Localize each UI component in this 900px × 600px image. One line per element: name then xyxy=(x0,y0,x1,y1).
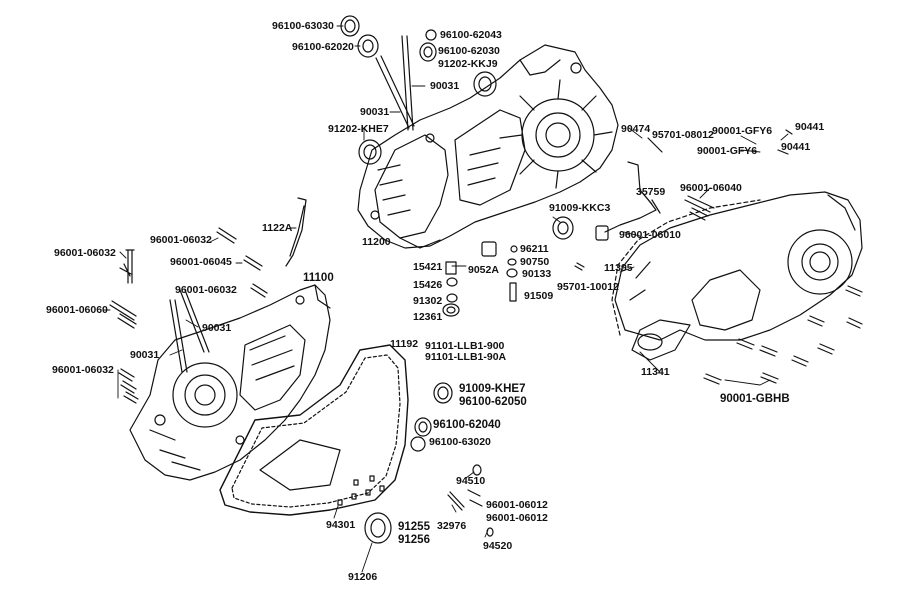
label-95701-10012: 95701-10012 xyxy=(557,281,619,293)
label-96001-06012: 96001-06012 xyxy=(486,499,548,511)
label-91101-LLB1-900: 91101-LLB1-900 xyxy=(425,340,505,352)
label-91202-KKJ9: 91202-KKJ9 xyxy=(438,58,498,70)
breather-pipe-1122A xyxy=(285,197,307,267)
label-96100-63030: 96100-63030 xyxy=(272,20,334,32)
label-11200: 11200 xyxy=(362,236,391,248)
o-ring-96211 xyxy=(510,245,518,253)
cover-gasket-outline xyxy=(611,199,761,336)
label-90750: 90750 xyxy=(520,256,550,268)
label-90031: 90031 xyxy=(430,80,460,92)
label-91255: 91255 xyxy=(398,521,430,533)
label-1122A: 1122A xyxy=(262,222,293,234)
dowel-pins-94301 xyxy=(337,475,385,506)
label-11100: 11100 xyxy=(303,272,334,284)
leader-lines xyxy=(103,25,789,573)
label-15421: 15421 xyxy=(413,261,443,273)
label-91009-KKC3: 91009-KKC3 xyxy=(549,202,611,214)
label-91009-KHE7: 91009-KHE7 xyxy=(459,383,526,395)
label-96001-06012: 96001-06012 xyxy=(486,512,548,524)
label-91256: 91256 xyxy=(398,534,430,546)
right-crankcase-11200 xyxy=(357,44,619,249)
label-32976: 32976 xyxy=(437,520,467,532)
label-96100-63020: 96100-63020 xyxy=(429,436,491,448)
label-94510: 94510 xyxy=(456,475,486,487)
label-90031: 90031 xyxy=(360,106,390,118)
label-96100-62050: 96100-62050 xyxy=(459,396,527,408)
gasket-11192 xyxy=(219,344,409,516)
label-94301: 94301 xyxy=(326,519,356,531)
label-90001-GFY6: 90001-GFY6 xyxy=(712,125,773,137)
bolts-right-cover xyxy=(703,285,863,385)
left-crankcase-11100 xyxy=(129,284,331,481)
oil-seals xyxy=(340,15,574,544)
label-96001-06032: 96001-06032 xyxy=(54,247,116,259)
studs xyxy=(169,35,415,373)
transmission-cover-11395 xyxy=(614,191,863,361)
label-91202-KHE7: 91202-KHE7 xyxy=(328,123,389,135)
label-96001-06032: 96001-06032 xyxy=(150,234,212,246)
o-ring-94510 xyxy=(472,464,482,476)
label-96001-06040: 96001-06040 xyxy=(680,182,742,194)
label-90133: 90133 xyxy=(522,268,552,280)
label-96100-62043: 96100-62043 xyxy=(440,29,502,41)
label-90441: 90441 xyxy=(795,121,825,133)
spring-15426 xyxy=(446,277,458,287)
label-12361: 12361 xyxy=(413,311,443,323)
bolts-left xyxy=(109,227,268,404)
label-90031: 90031 xyxy=(202,322,232,334)
label-96100-62040: 96100-62040 xyxy=(433,419,501,431)
label-96211: 96211 xyxy=(520,243,549,255)
label-96001-06032: 96001-06032 xyxy=(52,364,114,376)
label-96100-62020: 96100-62020 xyxy=(292,41,354,53)
sensor-35759 xyxy=(595,225,609,241)
sensor-wire-35759 xyxy=(604,161,661,233)
label-90001-GFY6: 90001-GFY6 xyxy=(697,145,758,157)
label-96100-62030: 96100-62030 xyxy=(438,45,500,57)
label-11192: 11192 xyxy=(390,338,419,350)
label-90001-GBHB: 90001-GBHB xyxy=(720,393,790,405)
label-11341: 11341 xyxy=(641,366,670,378)
washer-90750 xyxy=(507,258,517,266)
small-hardware xyxy=(445,129,793,511)
label-15426: 15426 xyxy=(413,279,443,291)
label-91101-LLB1-90A: 91101-LLB1-90A xyxy=(425,351,507,363)
label-90441: 90441 xyxy=(781,141,811,153)
label-96001-06060: 96001-06060 xyxy=(46,304,108,316)
label-91206: 91206 xyxy=(348,571,378,583)
label-9052A: 9052A xyxy=(468,264,499,276)
label-96001-06032: 96001-06032 xyxy=(175,284,237,296)
label-35759: 35759 xyxy=(636,186,666,198)
label-96001-06045: 96001-06045 xyxy=(170,256,232,268)
label-91302: 91302 xyxy=(413,295,443,307)
label-90031: 90031 xyxy=(130,349,160,361)
washer-90133 xyxy=(506,268,518,278)
label-11395: 11395 xyxy=(604,262,633,274)
label-91509: 91509 xyxy=(524,290,554,302)
label-90474: 90474 xyxy=(621,123,651,135)
label-95701-08012: 95701-08012 xyxy=(652,129,714,141)
o-ring-94520 xyxy=(486,527,494,537)
label-96001-06010: 96001-06010 xyxy=(619,229,681,241)
label-94520: 94520 xyxy=(483,540,513,552)
